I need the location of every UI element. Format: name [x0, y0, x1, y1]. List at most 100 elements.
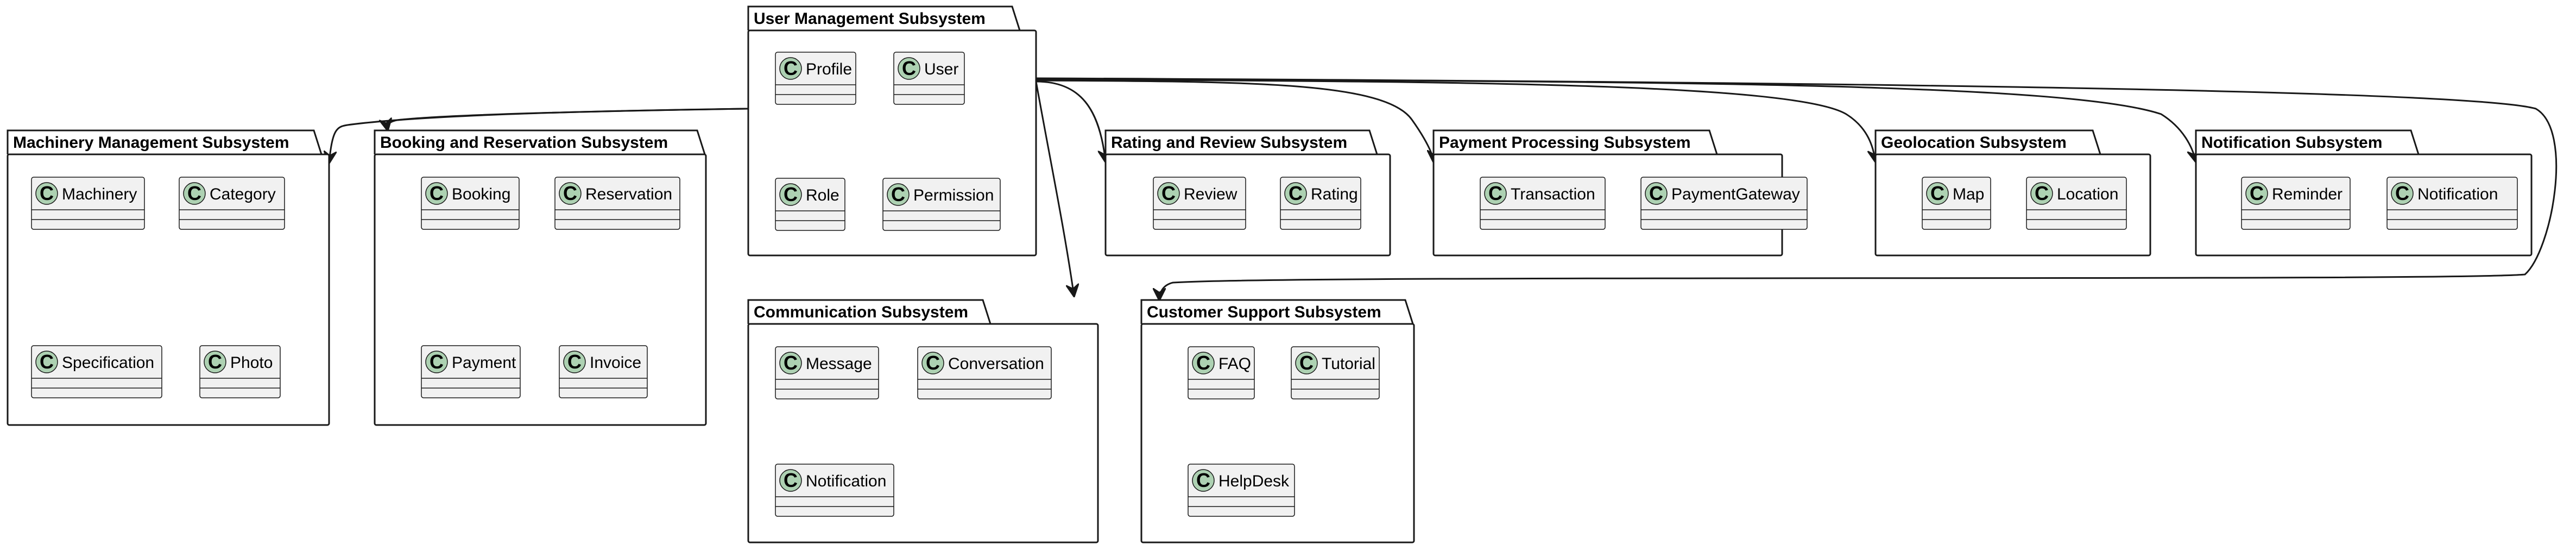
class-box-conversation[interactable]: C Conversation: [917, 346, 1052, 399]
class-box-role[interactable]: C Role: [775, 178, 845, 231]
class-stereotype-letter: C: [2035, 182, 2049, 204]
class-stereotype-letter: C: [2395, 182, 2409, 204]
class-name: Machinery: [62, 185, 137, 203]
class-stereotype-icon: [1484, 182, 1507, 205]
class-box-specification[interactable]: C Specification: [31, 345, 162, 398]
class-stereotype-letter: C: [40, 351, 54, 373]
class-box-faq[interactable]: C FAQ: [1188, 346, 1255, 399]
dependency-arrow-user-management-to-booking-reservation: [387, 108, 749, 130]
class-name: FAQ: [1218, 355, 1251, 373]
class-stereotype-icon: [779, 183, 802, 206]
class-stereotype-icon: [898, 57, 920, 80]
class-name: Map: [1953, 185, 1984, 203]
class-stereotype-letter: C: [784, 57, 798, 79]
class-name: Reservation: [585, 185, 672, 203]
class-stereotype-icon: [425, 182, 448, 205]
class-box-permission[interactable]: C Permission: [882, 178, 1001, 231]
class-stereotype-icon: [183, 182, 206, 205]
class-stereotype-letter: C: [208, 351, 222, 373]
package-title: Rating and Review Subsystem: [1111, 134, 1347, 152]
class-name: Profile: [806, 60, 852, 78]
package-tab: [1104, 129, 1378, 155]
package-title: Customer Support Subsystem: [1147, 303, 1381, 321]
class-stereotype-icon: [1192, 469, 1215, 492]
class-name: Specification: [62, 354, 154, 372]
class-stereotype-letter: C: [430, 351, 444, 373]
class-stereotype-icon: [1926, 182, 1949, 205]
class-box-profile[interactable]: C Profile: [775, 52, 856, 105]
class-name: Permission: [913, 186, 994, 204]
class-stereotype-letter: C: [784, 352, 798, 374]
package-title: Communication Subsystem: [754, 303, 968, 321]
class-stereotype-letter: C: [902, 57, 916, 79]
class-box-user[interactable]: C User: [893, 52, 965, 105]
package-title: Payment Processing Subsystem: [1439, 134, 1691, 152]
dependency-arrow-user-management-to-customer-support: [1036, 77, 2558, 300]
class-box-notification[interactable]: C Notification: [2386, 177, 2518, 230]
class-stereotype-letter: C: [1196, 352, 1210, 374]
class-stereotype-icon: [921, 352, 944, 374]
class-box-payment[interactable]: C Payment: [421, 345, 521, 398]
class-stereotype-icon: [779, 57, 802, 80]
class-stereotype-icon: [1192, 352, 1215, 374]
package-title: Geolocation Subsystem: [1881, 134, 2067, 152]
package-title: Notification Subsystem: [2201, 134, 2382, 152]
class-stereotype-letter: C: [567, 351, 582, 373]
package-title: User Management Subsystem: [754, 10, 986, 28]
class-stereotype-letter: C: [1649, 182, 1663, 204]
dependency-arrow-user-management-to-communication: [1035, 81, 1074, 296]
dependency-arrow-user-management-to-geolocation: [1036, 78, 1876, 162]
class-name: User: [924, 60, 958, 78]
class-name: Notification: [806, 472, 886, 490]
class-stereotype-letter: C: [430, 182, 444, 204]
class-box-paymentgateway[interactable]: C PaymentGateway: [1640, 177, 1808, 230]
class-stereotype-icon: [563, 351, 586, 373]
package-tab: [2195, 129, 2420, 155]
class-stereotype-letter: C: [1289, 182, 1303, 204]
class-stereotype-icon: [35, 182, 58, 205]
class-stereotype-letter: C: [2250, 182, 2264, 204]
class-stereotype-icon: [1157, 182, 1180, 205]
class-name: Conversation: [948, 355, 1044, 373]
class-stereotype-letter: C: [891, 183, 905, 205]
class-stereotype-icon: [779, 469, 802, 492]
class-stereotype-letter: C: [926, 352, 940, 374]
class-stereotype-icon: [204, 351, 226, 373]
class-stereotype-icon: [2030, 182, 2053, 205]
class-name: Category: [210, 185, 276, 203]
package-tab: [7, 129, 323, 155]
class-name: Tutorial: [1322, 355, 1375, 373]
class-stereotype-icon: [559, 182, 582, 205]
class-stereotype-icon: [2391, 182, 2414, 205]
class-name: Notification: [2417, 185, 2498, 203]
class-name: Payment: [452, 354, 516, 372]
class-stereotype-icon: [779, 352, 802, 374]
class-name: Review: [1184, 185, 1238, 203]
dependency-arrow-user-management-to-rating-review: [1036, 80, 1106, 162]
class-name: PaymentGateway: [1671, 185, 1800, 203]
class-name: Role: [806, 186, 839, 204]
class-stereotype-icon: [1295, 352, 1318, 374]
class-stereotype-letter: C: [784, 183, 798, 205]
